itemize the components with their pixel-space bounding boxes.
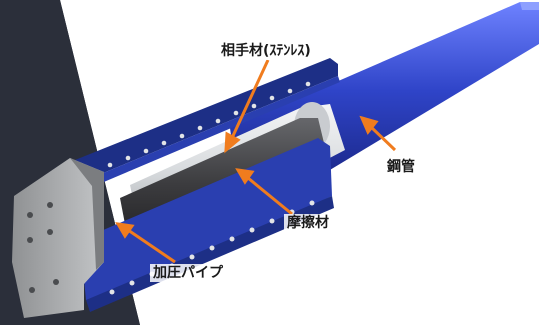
label-pressure-pipe: 加圧パイプ: [150, 264, 226, 282]
label-friction-material: 摩擦材: [284, 214, 332, 232]
end-plate: [12, 158, 104, 318]
end-plate-bolts: [27, 202, 59, 293]
label-steel-pipe: 鋼管: [384, 158, 418, 176]
arrow-friction: [247, 176, 293, 216]
upper-flange-bolts: [107, 81, 311, 168]
arrow-pressure-pipe: [127, 228, 176, 264]
label-stainless: 相手材(ｽﾃﾝﾚｽ): [218, 42, 314, 60]
arrow-steel-pipe: [368, 124, 397, 152]
pressure-pipe-lower: [80, 138, 332, 300]
arrow-stainless: [230, 59, 270, 139]
pressure-pipe-upper: [55, 58, 338, 190]
leader-arrows: [115, 59, 397, 264]
